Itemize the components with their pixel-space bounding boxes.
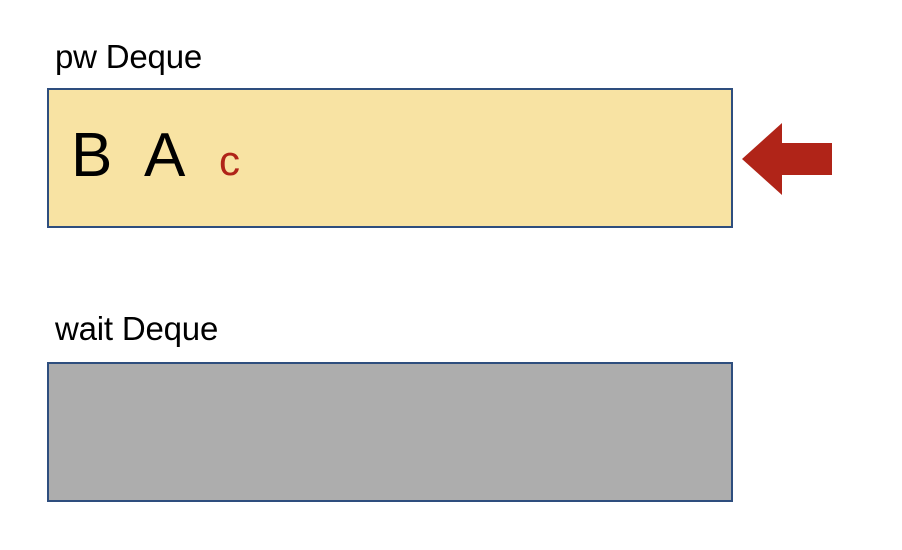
wait-deque-items [49, 364, 731, 500]
pw-deque-label: pw Deque [55, 38, 202, 75]
deque-item: B [71, 121, 113, 190]
pw-deque-box: B A c [47, 88, 733, 228]
deque-item: c [219, 137, 240, 184]
pw-deque-items: B A c [49, 90, 731, 226]
deque-item: A [144, 121, 186, 190]
wait-deque-label: wait Deque [55, 310, 219, 347]
arrow-left-icon [742, 121, 832, 197]
wait-deque-box [47, 362, 733, 502]
